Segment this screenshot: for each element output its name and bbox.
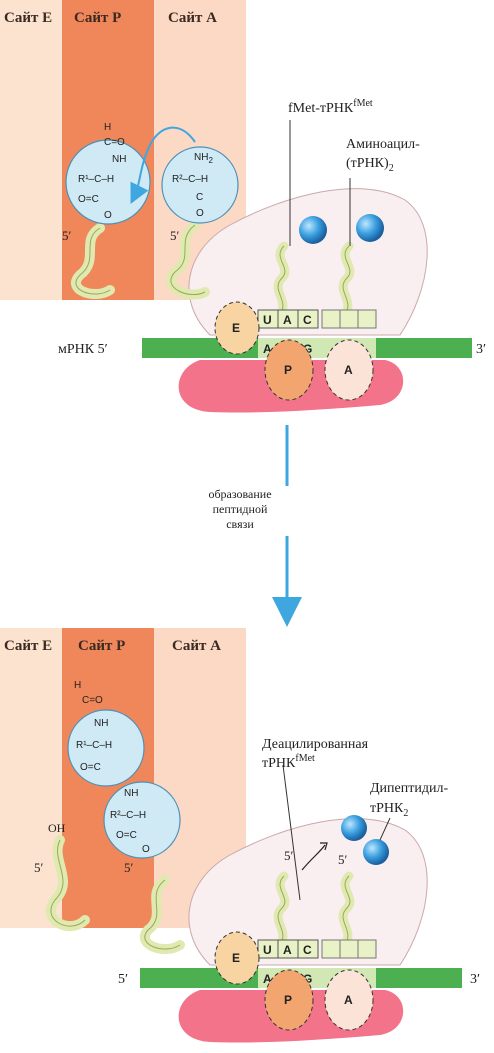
top-trna-a-stem xyxy=(338,241,355,320)
reaction-label-3: связи xyxy=(226,517,254,531)
top-mrna-label: мРНК 5′ xyxy=(58,342,108,357)
bottom-anticodon-c: C xyxy=(303,943,312,957)
bottom-site-e-band xyxy=(0,628,62,928)
bottom-dipeptidyl-label-1: Дипептидил- xyxy=(370,781,448,796)
bottom-chem-nh: NH xyxy=(94,718,108,729)
top-aminoacyl-label-2: (тРНК)2 xyxy=(346,156,394,174)
bottom-trna-p-stem xyxy=(273,871,290,950)
bottom-chem-oeqc: O=C xyxy=(116,830,137,841)
top-anticodon-a: A xyxy=(283,313,292,327)
top-chem-o: O xyxy=(104,210,112,221)
bottom-mrna-3-prime: 3′ xyxy=(470,972,480,987)
top-chem-c: C xyxy=(196,192,203,203)
bottom-chem-h: H xyxy=(74,680,81,691)
bottom-deacyl-label-2: тРНКfMet xyxy=(262,753,315,771)
bottom-codon-a: A xyxy=(263,972,272,986)
bottom-peptide-circle-2 xyxy=(103,781,181,859)
top-chem-co: C=O xyxy=(104,137,125,148)
top-aminoacyl-label-1: Аминоацил- xyxy=(346,137,420,152)
top-fmet-ball xyxy=(299,216,327,244)
bottom-a-site-oval xyxy=(324,969,374,1031)
bottom-site-e-label: Сайт E xyxy=(4,638,52,654)
top-a-site-oval xyxy=(324,339,374,401)
top-anticodon-u: U xyxy=(263,313,272,327)
top-5-prime-a: 5′ xyxy=(62,228,72,243)
top-site-e-label: Сайт E xyxy=(4,10,52,26)
bottom-codon-boxes xyxy=(257,939,377,959)
top-panel: Сайт E Сайт P Сайт A fMet-тРНКfMet Амино… xyxy=(0,0,486,413)
top-chem-nh2: NH2 xyxy=(194,152,213,165)
bottom-peptide-circle-1 xyxy=(67,709,145,787)
top-mrna-3-prime: 3′ xyxy=(476,342,486,357)
bottom-site-p-label: Сайт P xyxy=(78,638,125,654)
top-chem-r1: R¹–C–H xyxy=(78,174,114,185)
top-fmet-circle xyxy=(65,139,151,225)
top-chem-oc: O=C xyxy=(78,194,99,205)
top-e-site-oval xyxy=(214,301,260,355)
top-ribo-e: E xyxy=(232,321,240,335)
top-codon-g: G xyxy=(303,342,312,356)
reaction-label-1: образование xyxy=(208,487,271,501)
bottom-dipeptide-ball-2 xyxy=(363,839,389,865)
top-anticodon-c: C xyxy=(303,313,312,327)
bottom-5-prime-d: 5′ xyxy=(338,852,348,867)
bottom-ribo-p: P xyxy=(284,993,292,1007)
top-site-a-label: Сайт A xyxy=(168,10,217,26)
top-site-p-label: Сайт P xyxy=(74,10,121,26)
top-p-site-oval xyxy=(264,339,314,401)
bottom-trna-a-stem xyxy=(338,871,355,950)
bottom-panel: Сайт E Сайт P Сайт A Деацилированная тРН… xyxy=(0,628,480,1043)
top-ribo-p: P xyxy=(284,363,292,377)
top-chem-nh: NH xyxy=(112,154,126,165)
bottom-ribo-e: E xyxy=(232,951,240,965)
top-trna-p-stem xyxy=(273,241,290,320)
bottom-chem-nh-2: NH xyxy=(124,788,138,799)
top-aminoacid-circle xyxy=(161,146,239,224)
bottom-oh-label: OH xyxy=(48,821,66,835)
bottom-chem-o: O xyxy=(142,844,150,855)
bottom-dipeptide-ball-1 xyxy=(341,815,367,841)
top-aminoacid-ball xyxy=(356,214,384,242)
bottom-5-prime-a: 5′ xyxy=(34,860,44,875)
top-chem-h: H xyxy=(104,122,111,133)
bottom-deacyl-label-1: Деацилированная xyxy=(262,737,369,752)
bottom-5-prime-b: 5′ xyxy=(124,860,134,875)
bottom-chem-r2: R²–C–H xyxy=(110,810,146,821)
bottom-anticodon-u: U xyxy=(263,943,272,957)
top-codon-a: A xyxy=(263,342,272,356)
top-5-prime-b: 5′ xyxy=(170,228,180,243)
bottom-chem-oc: O=C xyxy=(80,762,101,773)
bottom-dipeptidyl-label-2: тРНК2 xyxy=(370,801,408,819)
bottom-release-arrow xyxy=(301,844,326,871)
bottom-mrna-5-prime: 5′ xyxy=(118,972,128,987)
bottom-chem-co: C=O xyxy=(82,695,103,706)
top-chem-o2: O xyxy=(196,208,204,219)
bottom-e-site-oval xyxy=(214,931,260,985)
top-site-e-band xyxy=(0,0,62,300)
bottom-codon-g: G xyxy=(303,972,312,986)
top-fmet-trna-label: fMet-тРНКfMet xyxy=(288,98,373,116)
bottom-site-a-label: Сайт A xyxy=(172,638,221,654)
bottom-chem-r1: R¹–C–H xyxy=(76,740,112,751)
reaction-label-2: пептидной xyxy=(213,502,268,516)
bottom-5-prime-c: 5′ xyxy=(284,848,294,863)
top-transfer-arrow xyxy=(130,126,196,204)
top-ribo-a: A xyxy=(344,363,353,377)
reaction-step: образование пептидной связи xyxy=(190,425,302,627)
bottom-ribo-a: A xyxy=(344,993,353,1007)
bottom-p-site-oval xyxy=(264,969,314,1031)
top-codon-boxes xyxy=(257,309,377,329)
top-chem-r2: R²–C–H xyxy=(172,174,208,185)
bottom-anticodon-a: A xyxy=(283,943,292,957)
